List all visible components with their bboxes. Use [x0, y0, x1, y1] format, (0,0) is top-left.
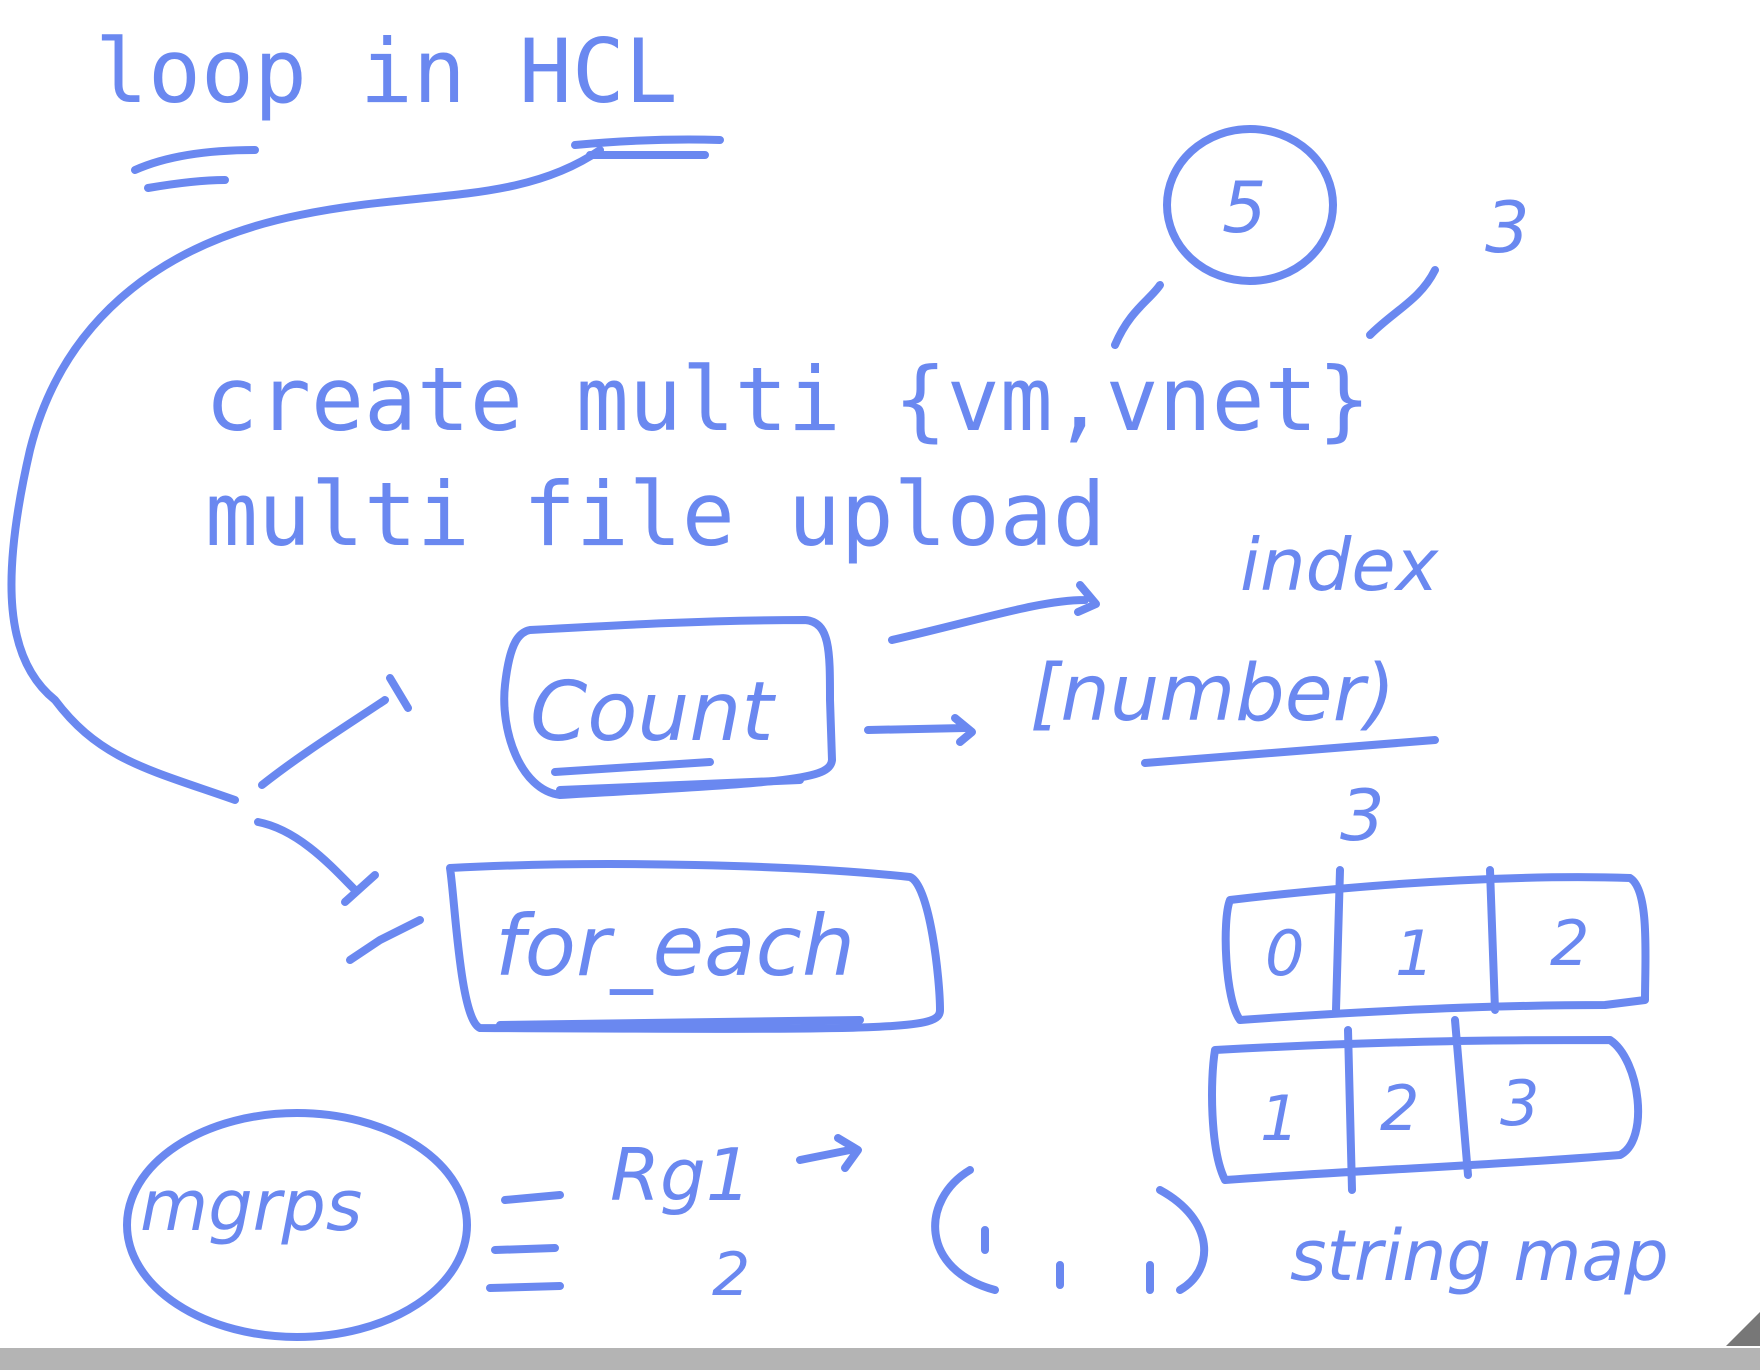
- resize-corner-icon[interactable]: [1726, 1312, 1760, 1346]
- rg-label: mgrps: [140, 1165, 362, 1247]
- string-map-label: string map: [1290, 1215, 1669, 1297]
- index-array-box: [1221, 866, 1650, 1024]
- count-box[interactable]: [500, 616, 836, 799]
- multi-file-upload-line: multi file upload: [205, 463, 1106, 566]
- tuple-parens: [931, 1166, 1209, 1294]
- rg-circle: [123, 1109, 471, 1341]
- arrow-to-count: [258, 674, 412, 789]
- for-each-label: for_each: [495, 897, 855, 995]
- array-index-2: 2: [1550, 907, 1589, 980]
- arrow-to-foreach: [254, 818, 424, 964]
- array-index-1: 1: [1395, 917, 1434, 990]
- array-index-0: 0: [1265, 917, 1304, 990]
- array-value-1: 1: [1260, 1082, 1299, 1155]
- equals-sign: [486, 1191, 564, 1292]
- title-text: loop in HCL: [95, 20, 678, 123]
- count-label: Count: [530, 665, 776, 760]
- circled-number: 5: [1222, 167, 1267, 249]
- arrow-count-to-number: [864, 581, 1100, 746]
- index-label: index: [1240, 523, 1440, 607]
- for-each-underline: [496, 1016, 864, 1029]
- flow-curve: [7, 146, 604, 804]
- title-underline: [131, 135, 724, 192]
- values-array-box: [1208, 1016, 1643, 1194]
- bottom-scrollbar[interactable]: [0, 1348, 1760, 1370]
- for-each-box[interactable]: [446, 860, 944, 1033]
- circle-annotation: [1163, 125, 1337, 285]
- number-label: [number): [1030, 649, 1395, 739]
- number-three-top: 3: [1485, 187, 1530, 269]
- array-value-2: 2: [1380, 1072, 1419, 1145]
- create-multi-line: create multi {vm,vnet}: [205, 348, 1371, 451]
- array-value-3: 3: [1500, 1067, 1539, 1140]
- number-underline: [1141, 736, 1439, 767]
- number-three-mid: 3: [1340, 775, 1385, 857]
- rg-2: 2: [712, 1240, 750, 1310]
- rg-1: Rg1: [610, 1133, 752, 1217]
- count-underline: [551, 758, 804, 794]
- arrow-rg-1: [796, 1134, 862, 1172]
- arrows-to-numbers: [1111, 266, 1439, 349]
